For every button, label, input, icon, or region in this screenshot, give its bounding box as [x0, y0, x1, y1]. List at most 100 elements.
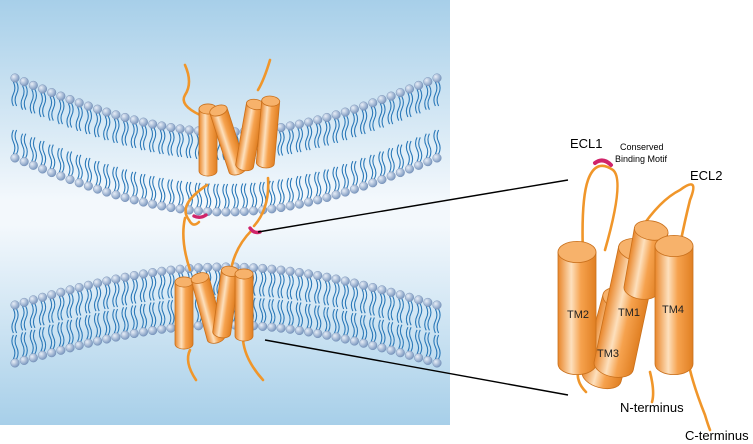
- upper-helix-3: [235, 98, 265, 172]
- lipid-head: [239, 206, 249, 216]
- lipid-head: [111, 190, 121, 200]
- lipid-tails: [139, 277, 148, 329]
- lipid-head: [129, 115, 139, 125]
- lipid-tails: [405, 301, 414, 352]
- lipid-head: [193, 263, 203, 273]
- lipid-tails: [359, 109, 368, 183]
- lipid-tails: [176, 132, 184, 206]
- lipid-head: [184, 125, 194, 135]
- lipid-tails: [103, 115, 111, 189]
- upper-cterm-loop: [256, 58, 272, 92]
- lipid-tails: [341, 115, 349, 189]
- lipid-head: [157, 201, 167, 211]
- lipid-head: [249, 206, 259, 216]
- lipid-head: [322, 272, 332, 282]
- lipid-head: [102, 334, 112, 344]
- lipid-head: [93, 104, 103, 114]
- lipid-tails: [359, 289, 368, 340]
- lipid-head: [359, 181, 369, 191]
- detailed-claudin: [557, 158, 712, 432]
- lipid-head: [38, 350, 48, 360]
- lipid-head: [414, 295, 424, 305]
- lipid-tails: [112, 118, 120, 192]
- lipid-tails: [103, 284, 111, 336]
- lipid-head: [38, 164, 48, 174]
- lipid-head: [331, 332, 341, 342]
- lipid-head: [129, 195, 139, 205]
- lipid-head: [331, 190, 341, 200]
- lipid-tails: [130, 279, 138, 330]
- lipid-head: [56, 345, 66, 355]
- lipid-tails: [396, 298, 404, 349]
- lipid-head: [74, 283, 84, 293]
- lipid-head: [10, 153, 20, 163]
- lipid-tails: [57, 99, 65, 173]
- lipid-head: [47, 348, 57, 358]
- lipid-head: [175, 264, 185, 274]
- lipid-head: [340, 276, 350, 286]
- lipid-head: [377, 285, 387, 295]
- lipid-head: [120, 272, 130, 282]
- lipid-tails: [148, 127, 157, 201]
- lipid-head: [294, 326, 304, 336]
- lipid-head: [221, 207, 231, 217]
- lipid-head: [47, 88, 57, 98]
- lipid-tails: [121, 280, 129, 332]
- lipid-head: [65, 95, 75, 105]
- lipid-head: [386, 345, 396, 355]
- lipid-head: [166, 123, 176, 133]
- lipid-tails: [268, 272, 276, 324]
- lipid-head: [432, 358, 442, 368]
- lipid-head: [368, 341, 378, 351]
- lipid-head: [93, 336, 103, 346]
- lipid-tails: [378, 293, 386, 345]
- lipid-head: [74, 178, 84, 188]
- lipid-head: [359, 101, 369, 111]
- lipid-tails: [20, 306, 28, 357]
- lipid-head: [313, 195, 323, 205]
- lipid-tails: [415, 89, 423, 162]
- lipid-head: [74, 98, 84, 108]
- lipid-head: [148, 119, 158, 129]
- lipid-head: [148, 326, 158, 336]
- lipid-head: [322, 192, 332, 202]
- lipid-tails: [369, 291, 377, 342]
- lipid-head: [423, 77, 433, 87]
- lower-nterm-loop: [241, 338, 265, 382]
- lipid-head: [267, 322, 277, 332]
- lipid-head: [10, 358, 20, 368]
- membrane-proteins: [174, 58, 281, 382]
- upper-ecl2-loop: [252, 176, 270, 228]
- lipid-tails: [93, 112, 102, 186]
- lipid-tails: [341, 284, 349, 336]
- lipid-tails: [424, 306, 432, 357]
- lipid-head: [175, 124, 185, 134]
- lipid-tails: [11, 81, 19, 155]
- lipid-head: [258, 321, 268, 331]
- lipid-head: [285, 266, 295, 276]
- lipid-head: [377, 343, 387, 353]
- callout-line-ecl: [257, 179, 569, 233]
- lipid-head: [331, 110, 341, 120]
- lipid-tails: [295, 127, 304, 201]
- callout-line-terminus: [264, 339, 569, 396]
- lipid-tails: [332, 282, 340, 334]
- lipid-tails: [259, 272, 267, 323]
- lipid-head: [395, 88, 405, 98]
- upper-ecl1-loop: [184, 183, 209, 226]
- lipid-head: [313, 329, 323, 339]
- lipid-head: [138, 327, 148, 337]
- lipid-tails: [75, 291, 83, 342]
- lipid-head: [74, 341, 84, 351]
- lipid-head: [38, 84, 48, 94]
- lipid-head: [340, 187, 350, 197]
- lipid-head: [395, 290, 405, 300]
- lipid-tails: [378, 103, 386, 176]
- lipid-tails: [304, 277, 313, 329]
- lipid-tails: [29, 89, 37, 162]
- lipid-tails: [57, 296, 65, 347]
- lipid-head: [368, 178, 378, 188]
- lipid-head: [267, 264, 277, 274]
- lipid-head: [258, 263, 268, 273]
- lipid-tails: [48, 298, 56, 349]
